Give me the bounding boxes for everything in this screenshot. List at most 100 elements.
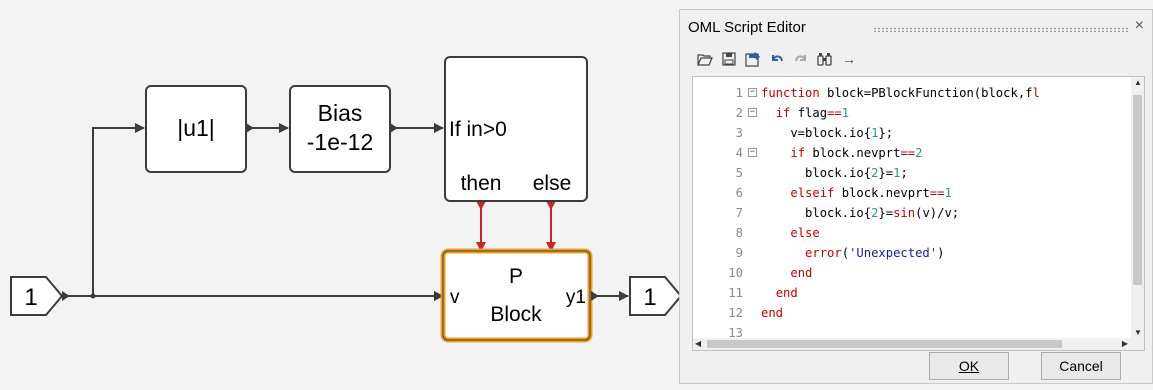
code-token: end — [790, 266, 813, 280]
redo-icon[interactable] — [790, 49, 812, 69]
code-text: end — [761, 263, 812, 283]
code-token — [761, 226, 790, 240]
p-block[interactable]: P Block v y1 — [440, 248, 599, 343]
horizontal-scrollbar[interactable]: ◀ ▶ — [693, 338, 1144, 350]
code-token: elseif — [790, 186, 835, 200]
code-token: end — [761, 306, 784, 320]
code-token: (v)/v; — [915, 206, 960, 220]
code-token — [761, 146, 790, 160]
bias-block-value: -1e-12 — [307, 129, 373, 155]
ok-button[interactable]: OK — [929, 352, 1009, 380]
input-port-block[interactable]: 1 — [10, 276, 70, 316]
code-line[interactable]: 3 v=block.io{1}; — [693, 123, 1133, 143]
scroll-up-arrow-icon[interactable]: ▲ — [1134, 78, 1142, 87]
code-token: if — [790, 146, 806, 160]
code-line[interactable]: 12 end — [693, 303, 1133, 323]
code-line[interactable]: 11 end — [693, 283, 1133, 303]
block-diagram: 1 |u1| Bias -1e-12 If in>0 then else P B… — [10, 56, 680, 343]
code-line[interactable]: 4− if block.nevprt==2 — [693, 143, 1133, 163]
bias-block[interactable]: Bias -1e-12 — [289, 85, 398, 173]
fold-toggle-icon[interactable]: − — [748, 87, 757, 97]
code-line[interactable]: 5 block.io{2}=1; — [693, 163, 1133, 183]
split-point — [90, 293, 96, 299]
if-then-else-block[interactable]: If in>0 then else — [444, 56, 588, 202]
scroll-left-arrow-icon[interactable]: ◀ — [695, 339, 702, 348]
cancel-button[interactable]: Cancel — [1041, 352, 1121, 380]
code-text: elseif block.nevprt==1 — [761, 183, 952, 203]
else-port-label: else — [533, 172, 572, 195]
editor-title: OML Script Editor — [688, 19, 806, 36]
code-line[interactable]: 7 block.io{2}=sin(v)/v; — [693, 203, 1133, 223]
vertical-scrollbar[interactable]: ▲ ▼ — [1131, 77, 1144, 338]
code-text: else — [761, 223, 820, 243]
code-line[interactable]: 8 else — [693, 223, 1133, 243]
link-split-to-abs[interactable] — [92, 123, 145, 296]
event-port-else — [546, 201, 556, 210]
code-token: sin — [893, 206, 916, 220]
fold-toggle-icon[interactable]: − — [748, 147, 757, 157]
code-editor[interactable]: 1−function block=PBlockFunction(block,fl… — [692, 76, 1145, 351]
abs-block-label: |u1| — [177, 115, 215, 141]
code-token: }= — [878, 206, 894, 220]
save-icon[interactable] — [718, 49, 740, 69]
abs-block[interactable]: |u1| — [145, 85, 254, 173]
editor-toolbar: → — [694, 48, 862, 70]
then-port-label: then — [461, 172, 502, 195]
code-text: v=block.io{1}; — [761, 123, 893, 143]
open-icon[interactable] — [694, 49, 716, 69]
code-line[interactable]: 2− if flag==1 — [693, 103, 1133, 123]
line-number: 5 — [735, 166, 743, 180]
output-port-label: 1 — [643, 284, 656, 311]
code-line[interactable]: 9 error('Unexpected') — [693, 243, 1133, 263]
scroll-down-arrow-icon[interactable]: ▼ — [1134, 328, 1142, 337]
find-icon[interactable] — [814, 49, 836, 69]
output-port-block[interactable]: 1 — [629, 276, 680, 316]
code-token: block=PBlockFunction(block,f — [819, 86, 1033, 100]
code-text: error('Unexpected') — [761, 243, 944, 263]
code-token: else — [790, 226, 820, 240]
goto-icon[interactable]: → — [842, 51, 856, 67]
code-token — [761, 106, 776, 120]
code-token: function — [761, 86, 820, 100]
code-text: if block.nevprt==2 — [761, 143, 922, 163]
code-token: ) — [937, 246, 945, 260]
code-line[interactable]: 1−function block=PBlockFunction(block,fl — [693, 83, 1133, 103]
save-as-icon[interactable] — [742, 49, 764, 69]
scroll-right-arrow-icon[interactable]: ▶ — [1121, 339, 1128, 348]
undo-icon[interactable] — [766, 49, 788, 69]
code-token — [761, 246, 805, 260]
code-token: 1 — [893, 166, 901, 180]
code-token: end — [775, 286, 798, 300]
ok-button-label: OK — [958, 358, 980, 374]
title-bar-drag-handle[interactable] — [873, 27, 1128, 32]
code-token: 2 — [915, 146, 923, 160]
cancel-button-label: Cancel — [1059, 358, 1103, 374]
code-lines: 1−function block=PBlockFunction(block,fl… — [693, 77, 1133, 338]
code-text: if flag==1 — [761, 103, 849, 123]
code-token: error — [805, 246, 842, 260]
code-token: flag — [790, 106, 828, 120]
code-token: 2 — [871, 206, 879, 220]
p-block-title: P — [509, 265, 523, 288]
code-token: 1 — [871, 126, 879, 140]
code-token: 1 — [944, 186, 952, 200]
line-number: 12 — [728, 306, 743, 320]
line-number: 13 — [728, 326, 743, 338]
if-condition-label: If in>0 — [449, 118, 507, 141]
code-line[interactable]: 10 end — [693, 263, 1133, 283]
code-token: == — [827, 106, 842, 120]
p-block-input-port-label: v — [450, 287, 460, 308]
event-links — [476, 203, 556, 252]
vertical-scrollbar-thumb[interactable] — [1133, 95, 1142, 285]
code-line[interactable]: 6 elseif block.nevprt==1 — [693, 183, 1133, 203]
code-token: 'Unexpected' — [849, 246, 938, 260]
code-token: block.nevprt — [805, 146, 901, 160]
close-icon[interactable]: × — [1134, 17, 1144, 34]
fold-toggle-icon[interactable]: − — [748, 107, 757, 117]
code-token — [761, 266, 790, 280]
horizontal-scrollbar-thumb[interactable] — [707, 340, 1062, 348]
code-token: }= — [878, 166, 894, 180]
code-line[interactable]: 13 — [693, 323, 1133, 338]
line-number: 6 — [735, 186, 743, 200]
line-number: 9 — [735, 246, 743, 260]
